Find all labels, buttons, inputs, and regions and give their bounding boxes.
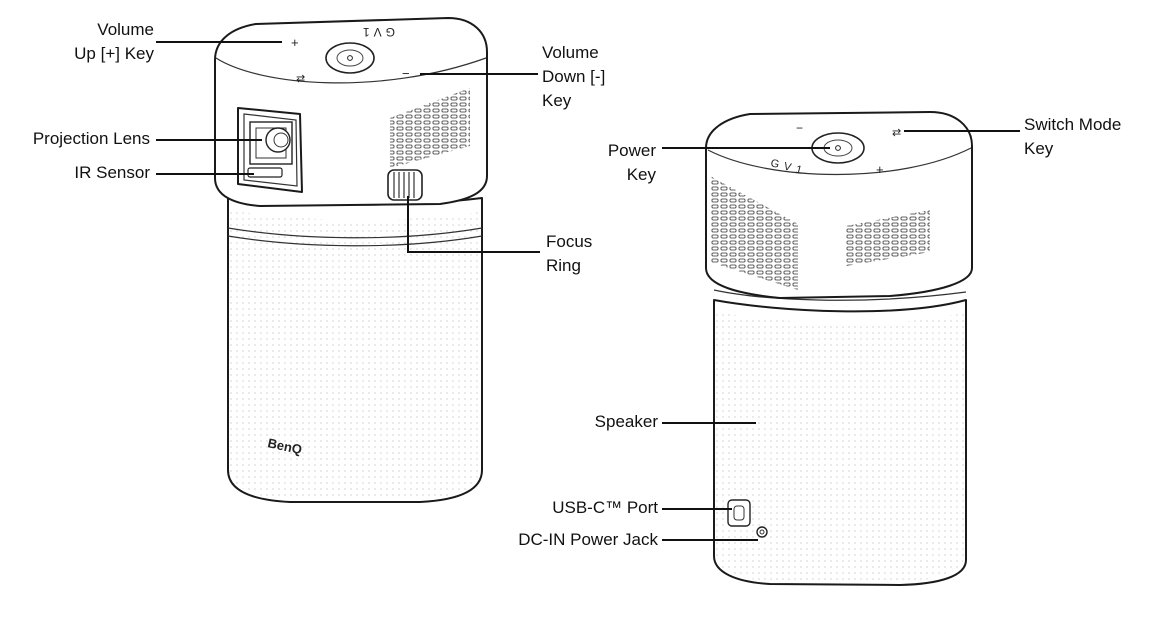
label-focus-ring-line1: Focus: [546, 232, 593, 251]
svg-text:+: +: [876, 162, 884, 177]
power-key-left: [325, 42, 375, 74]
label-switch-mode-line1: Switch Mode: [1024, 115, 1122, 134]
vent-grille-right-front: [846, 210, 930, 266]
label-volume-down: Volume Down [-] Key: [542, 41, 605, 113]
label-power-key-line1: Power: [607, 141, 656, 160]
label-speaker: Speaker: [595, 410, 658, 434]
label-switch-mode: Switch Mode Key: [1024, 113, 1121, 161]
top-panel-text-left: GV1: [359, 25, 395, 39]
label-volume-up-line1: Volume: [97, 20, 154, 39]
volume-down-key-mark: −: [402, 66, 410, 81]
label-power-key-line2: Key: [626, 165, 656, 184]
label-usbc-port-line1: USB-C™ Port: [552, 498, 658, 517]
speaker-mesh-left: [230, 210, 480, 499]
focus-ring-graphic: [387, 169, 423, 201]
usbc-port-graphic: [727, 499, 751, 527]
label-power-key: Power Key: [608, 139, 656, 187]
label-switch-mode-line2: Key: [1024, 139, 1054, 158]
projector-front-view: + − ⇄ GV1 BenQ: [214, 17, 488, 503]
brand-logo: BenQ: [266, 435, 303, 457]
label-projection-lens: Projection Lens: [33, 127, 150, 151]
switch-key-mark-left: ⇄: [296, 73, 305, 85]
vent-grille-left: [390, 88, 470, 168]
label-volume-down-line3: Key: [542, 91, 572, 110]
volume-up-key-mark: +: [291, 35, 299, 50]
label-volume-down-line2: Down [-]: [542, 67, 606, 86]
label-projection-lens-line1: Projection Lens: [32, 129, 150, 148]
label-volume-down-line1: Volume: [542, 43, 599, 62]
projector-rear-view: − + ⇄ GV1: [705, 111, 973, 586]
dc-in-jack-graphic: [756, 526, 768, 538]
vent-grille-right-side: [710, 176, 798, 290]
ir-sensor-graphic: [247, 167, 283, 178]
label-focus-ring-line2: Ring: [546, 256, 581, 275]
svg-text:−: −: [796, 121, 803, 135]
switch-key-mark-right: ⇄: [892, 127, 901, 139]
label-focus-ring: Focus Ring: [546, 230, 592, 278]
label-ir-sensor: IR Sensor: [74, 161, 150, 185]
label-dc-in-line1: DC-IN Power Jack: [518, 530, 658, 549]
label-speaker-line1: Speaker: [594, 412, 658, 431]
label-dc-in: DC-IN Power Jack: [518, 528, 658, 552]
leader-lines: [156, 41, 1020, 541]
leader-focus-ring: [407, 196, 540, 253]
label-volume-up-line2: Up [+] Key: [74, 44, 154, 63]
label-volume-up: Volume Up [+] Key: [74, 18, 154, 66]
label-ir-sensor-line1: IR Sensor: [74, 163, 150, 182]
label-usbc-port: USB-C™ Port: [552, 496, 658, 520]
speaker-mesh-right: [716, 312, 964, 582]
